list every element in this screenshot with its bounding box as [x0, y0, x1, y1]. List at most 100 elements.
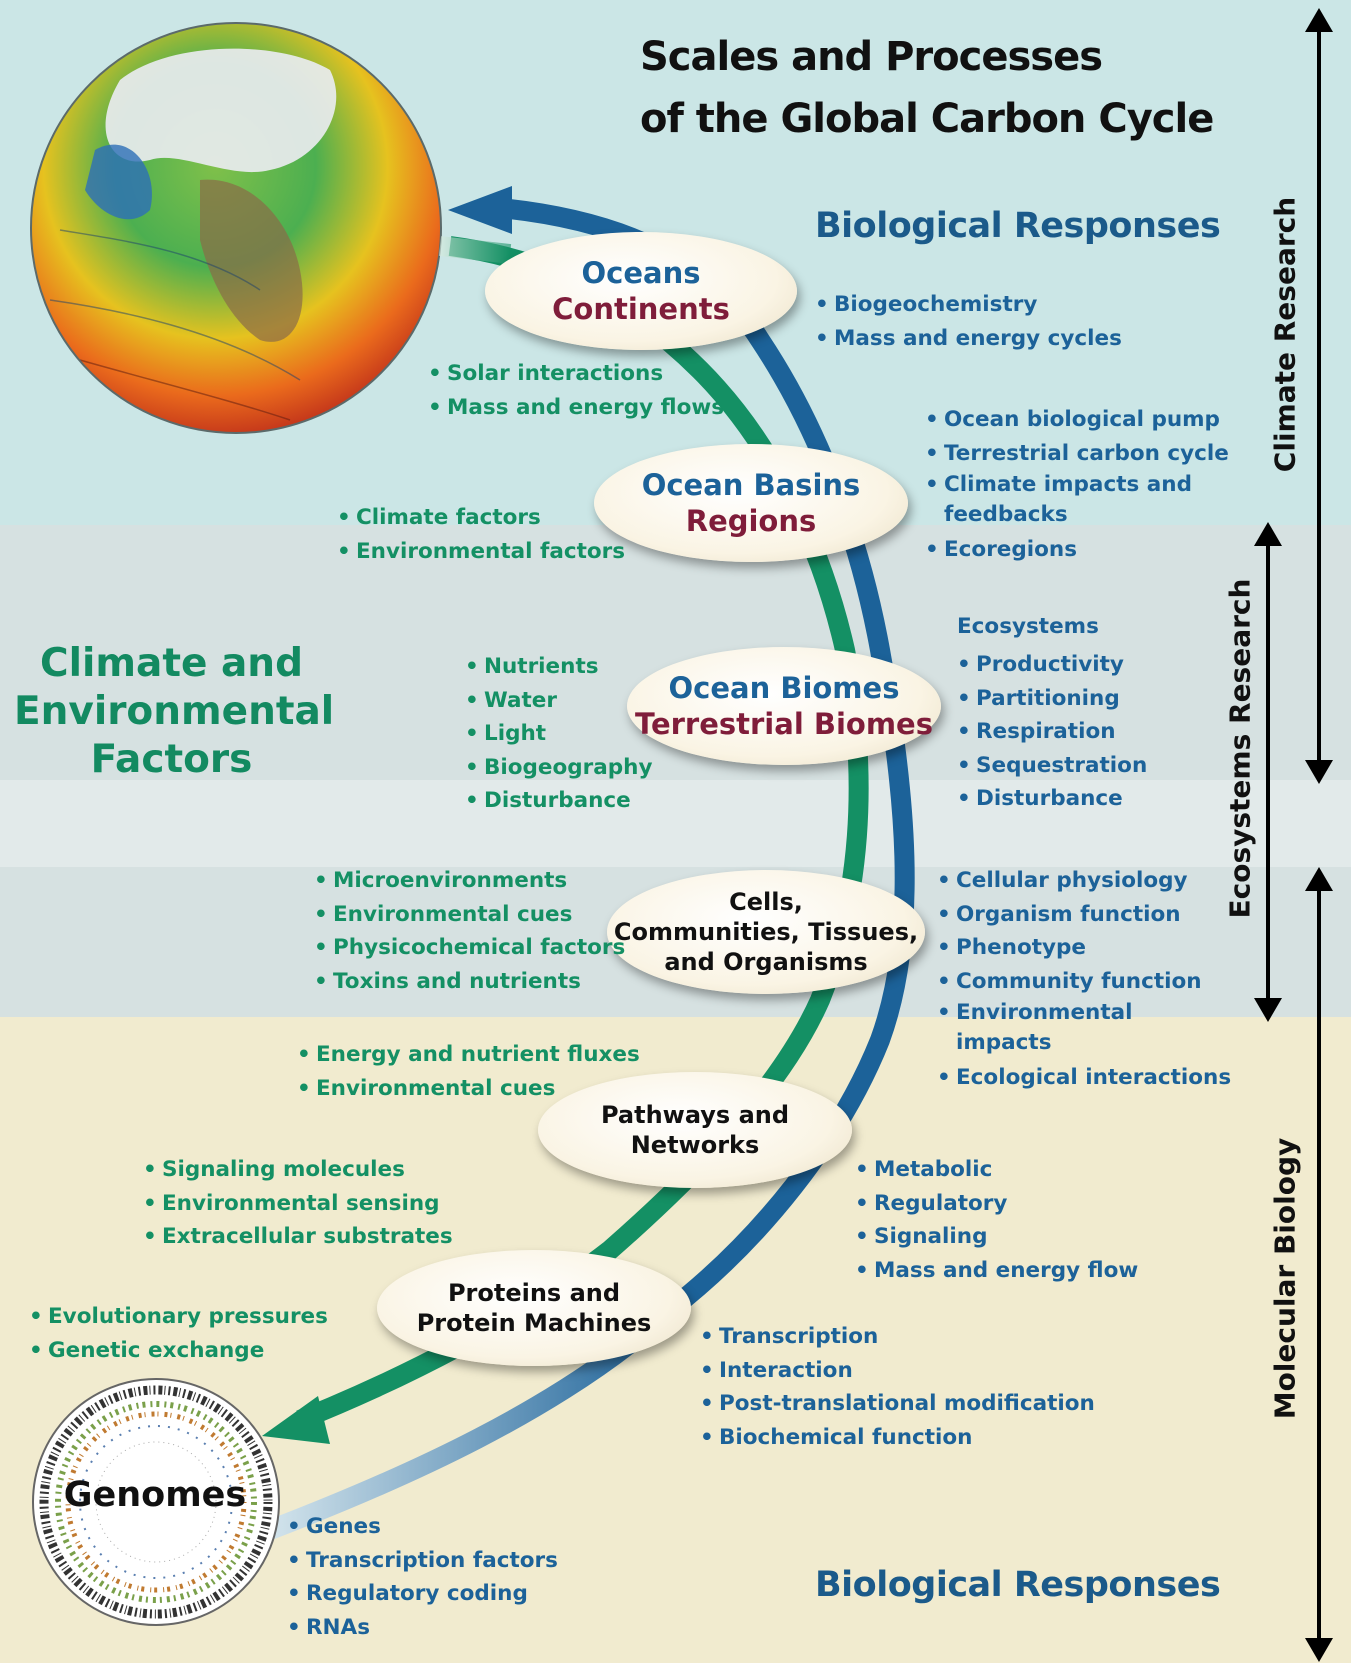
- node-cells-line-2: Communities, Tissues,: [613, 918, 919, 946]
- list-item: Climate factors: [337, 501, 625, 535]
- list-item: Biogeography: [465, 751, 652, 785]
- genomes-label: Genomes: [63, 1475, 247, 1515]
- node-oceans-continents: Oceans Continents: [485, 232, 797, 350]
- ecosystems-heading: Ecosystems: [957, 614, 1099, 639]
- list-genes: Genes Transcription factors Regulatory c…: [287, 1510, 558, 1644]
- node-pathways-line-1: Pathways and: [600, 1101, 790, 1129]
- list-item: Mass and energy flows: [428, 391, 724, 425]
- list-transcription: Transcription Interaction Post-translati…: [700, 1320, 1095, 1454]
- list-item: Transcription factors: [287, 1544, 558, 1578]
- node-proteins-line-1: Proteins and: [447, 1279, 621, 1307]
- list-item: Regulatory coding: [287, 1577, 558, 1611]
- list-item: Climate impacts and feedbacks: [925, 470, 1204, 533]
- node-oceans-line-1: Oceans: [581, 256, 701, 290]
- node-cells-line-1: Cells,: [729, 888, 803, 916]
- list-item: Transcription: [700, 1320, 1095, 1354]
- list-item: Energy and nutrient fluxes: [297, 1038, 640, 1072]
- title-line-2: of the Global Carbon Cycle: [640, 96, 1214, 142]
- list-item: Toxins and nutrients: [314, 965, 625, 999]
- climate-environmental-factors-title: Climate and Environmental Factors: [14, 640, 335, 784]
- list-item: Biogeochemistry: [815, 288, 1122, 322]
- list-item: Phenotype: [937, 931, 1231, 965]
- node-basins-line-1: Ocean Basins: [641, 468, 861, 502]
- list-climate-factors: Climate factors Environmental factors: [337, 501, 625, 568]
- list-item: Sequestration: [957, 749, 1147, 783]
- list-item: Light: [465, 717, 652, 751]
- list-ocean-pump: Ocean biological pump Terrestrial carbon…: [925, 403, 1229, 567]
- biological-responses-top: Biological Responses: [815, 206, 1221, 246]
- list-item: Environmental cues: [297, 1072, 640, 1106]
- list-cellular: Cellular physiology Organism function Ph…: [937, 864, 1231, 1095]
- list-item: Biochemical function: [700, 1421, 1095, 1455]
- list-item: Interaction: [700, 1354, 1095, 1388]
- node-proteins: Proteins and Protein Machines: [377, 1250, 691, 1366]
- node-biomes-line-2: Terrestrial Biomes: [635, 707, 933, 741]
- node-ocean-basins-regions: Ocean Basins Regions: [594, 444, 908, 562]
- list-item: Genetic exchange: [29, 1334, 328, 1368]
- list-item: Community function: [937, 965, 1231, 999]
- list-item: Regulatory: [855, 1187, 1138, 1221]
- list-item: Organism function: [937, 898, 1231, 932]
- list-item: Partitioning: [957, 682, 1147, 716]
- title-line-1: Scales and Processes: [640, 34, 1103, 80]
- list-item: Extracellular substrates: [143, 1220, 453, 1254]
- list-item: Environmental impacts: [937, 998, 1146, 1061]
- list-solar: Solar interactions Mass and energy flows: [428, 357, 724, 424]
- factors-line-3: Factors: [90, 737, 253, 782]
- node-cells-line-3: and Organisms: [664, 948, 868, 976]
- list-signaling-molecules: Signaling molecules Environmental sensin…: [143, 1153, 453, 1254]
- list-item: Water: [465, 684, 652, 718]
- genome-circle-icon: [32, 1378, 280, 1626]
- list-item: Mass and energy cycles: [815, 322, 1122, 356]
- side-label-molecular-biology: Molecular Biology: [1268, 1137, 1302, 1420]
- list-item: Disturbance: [957, 782, 1147, 816]
- list-metabolic: Metabolic Regulatory Signaling Mass and …: [855, 1153, 1138, 1287]
- list-evolutionary: Evolutionary pressures Genetic exchange: [29, 1300, 328, 1367]
- list-item: Mass and energy flow: [855, 1254, 1138, 1288]
- list-item: Terrestrial carbon cycle: [925, 437, 1229, 471]
- node-biomes-line-1: Ocean Biomes: [668, 671, 900, 705]
- list-item: Physicochemical factors: [314, 931, 625, 965]
- list-item: Environmental cues: [314, 898, 625, 932]
- list-item: Respiration: [957, 715, 1147, 749]
- side-label-climate-research: Climate Research: [1268, 196, 1302, 473]
- list-energy-fluxes: Energy and nutrient fluxes Environmental…: [297, 1038, 640, 1105]
- list-item: Microenvironments: [314, 864, 625, 898]
- list-item: Cellular physiology: [937, 864, 1231, 898]
- list-item: Signaling molecules: [143, 1153, 453, 1187]
- list-nutrients: Nutrients Water Light Biogeography Distu…: [465, 650, 652, 818]
- factors-line-1: Climate and: [40, 641, 303, 686]
- list-item: Solar interactions: [428, 357, 724, 391]
- node-pathways-line-2: Networks: [630, 1131, 760, 1159]
- list-item: Ecoregions: [925, 533, 1229, 567]
- list-item: Metabolic: [855, 1153, 1138, 1187]
- list-item: Post-translational modification: [700, 1387, 1095, 1421]
- node-biomes: Ocean Biomes Terrestrial Biomes: [627, 647, 941, 765]
- node-proteins-line-2: Protein Machines: [416, 1309, 652, 1337]
- list-item: Environmental factors: [337, 535, 625, 569]
- node-basins-line-2: Regions: [685, 504, 817, 538]
- list-item: Ecological interactions: [937, 1061, 1231, 1095]
- factors-line-2: Environmental: [14, 689, 335, 734]
- list-ecosystems: Productivity Partitioning Respiration Se…: [957, 648, 1147, 816]
- list-item: RNAs: [287, 1611, 558, 1645]
- earth-globe-icon: [30, 22, 442, 434]
- list-item: Ocean biological pump: [925, 403, 1229, 437]
- list-item: Disturbance: [465, 784, 652, 818]
- node-cells-communities: Cells, Communities, Tissues, and Organis…: [607, 870, 925, 994]
- node-oceans-line-2: Continents: [552, 292, 730, 326]
- page-title: Scales and Processes of the Global Carbo…: [640, 26, 1214, 150]
- list-item: Genes: [287, 1510, 558, 1544]
- list-microenvironments: Microenvironments Environmental cues Phy…: [314, 864, 625, 998]
- scale-arrow-climate: [1305, 8, 1333, 784]
- scale-arrow-molecular: [1305, 867, 1333, 1662]
- biological-responses-bottom: Biological Responses: [815, 1565, 1221, 1605]
- list-item: Evolutionary pressures: [29, 1300, 328, 1334]
- list-item: Nutrients: [465, 650, 652, 684]
- list-item: Productivity: [957, 648, 1147, 682]
- list-biogeochemistry: Biogeochemistry Mass and energy cycles: [815, 288, 1122, 355]
- list-item: Signaling: [855, 1220, 1138, 1254]
- list-item: Environmental sensing: [143, 1187, 453, 1221]
- scale-arrow-ecosystems: [1254, 522, 1282, 1022]
